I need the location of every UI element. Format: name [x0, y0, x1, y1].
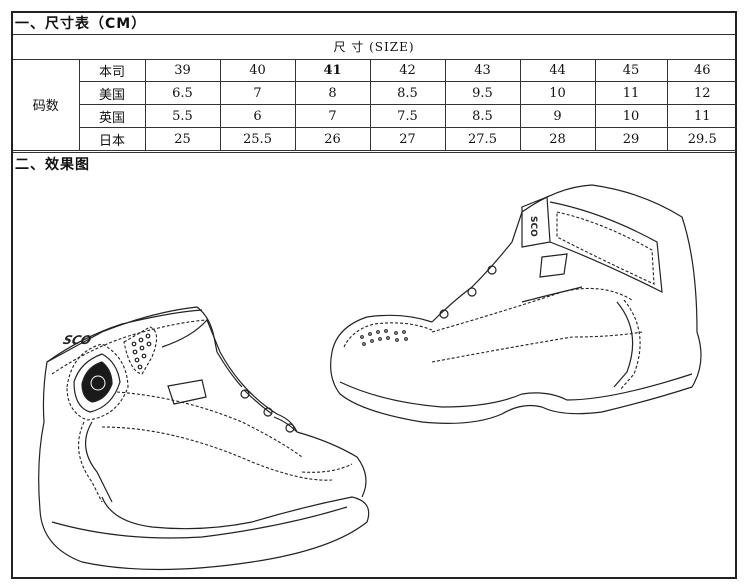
row-label: 本司	[78, 59, 146, 82]
cell: 43	[444, 59, 521, 82]
cell: 8.5	[444, 104, 521, 128]
perforation-dots	[131, 333, 152, 370]
cell: 7	[294, 104, 371, 128]
cell: 8	[294, 81, 371, 105]
group-label: 码数	[13, 59, 80, 151]
boot-drawing-left: SCO	[38, 306, 370, 571]
cell: 11	[594, 81, 668, 105]
cell: 45	[594, 59, 668, 82]
table-row: 日本 25 25.5 26 27 27.5 28 29 29.5	[13, 127, 737, 151]
cell: 29.5	[666, 127, 737, 151]
size-header: 尺 寸 (SIZE)	[13, 35, 735, 60]
cell: 27.5	[444, 127, 521, 151]
cell: 12	[666, 81, 737, 105]
cell: 6.5	[144, 81, 221, 105]
cell: 29	[594, 127, 668, 151]
cell: 40	[219, 59, 296, 82]
cell: 10	[594, 104, 668, 128]
cell: 9	[519, 104, 596, 128]
cell: 5.5	[144, 104, 221, 128]
section-title-renderings: 二、效果图	[13, 152, 735, 176]
size-table: 码数 本司 39 40 41 42 43 44 45 46 美国 6.5 7 8…	[13, 59, 737, 151]
size-chart-frame: 一、尺寸表（CM） 尺 寸 (SIZE) 码数 本司 39 40 41 42 4…	[11, 11, 737, 579]
row-label: 美国	[79, 81, 146, 105]
cell: 28	[519, 127, 596, 151]
cell: 26	[294, 127, 371, 151]
cell: 42	[369, 59, 446, 82]
renderings-area: SCO	[13, 176, 735, 577]
row-label: 英国	[79, 104, 146, 128]
cell: 39	[144, 59, 221, 82]
cell: 25.5	[219, 127, 296, 151]
cell: 41	[294, 59, 371, 82]
row-label: 日本	[79, 127, 146, 151]
cell: 46	[666, 59, 737, 82]
cell: 8.5	[369, 81, 446, 105]
cell: 7.5	[369, 104, 446, 128]
cell: 9.5	[444, 81, 521, 105]
cell: 27	[369, 127, 446, 151]
cell: 44	[519, 59, 596, 82]
brand-logo: SCO	[528, 216, 538, 237]
section-title-size-table: 一、尺寸表（CM）	[13, 13, 735, 35]
cell: 11	[666, 104, 737, 128]
table-row: 码数 本司 39 40 41 42 43 44 45 46	[13, 59, 737, 151]
boot-drawing-right: SCO	[330, 184, 702, 424]
cell: 10	[519, 81, 596, 105]
brand-logo: SCO	[62, 333, 93, 347]
table-row: 美国 6.5 7 8 8.5 9.5 10 11 12	[13, 81, 737, 105]
cell: 7	[219, 81, 296, 105]
table-row: 英国 5.5 6 7 7.5 8.5 9 10 11	[13, 104, 737, 128]
toe-perforations	[360, 329, 408, 346]
cell: 6	[219, 104, 296, 128]
cell: 25	[144, 127, 221, 151]
